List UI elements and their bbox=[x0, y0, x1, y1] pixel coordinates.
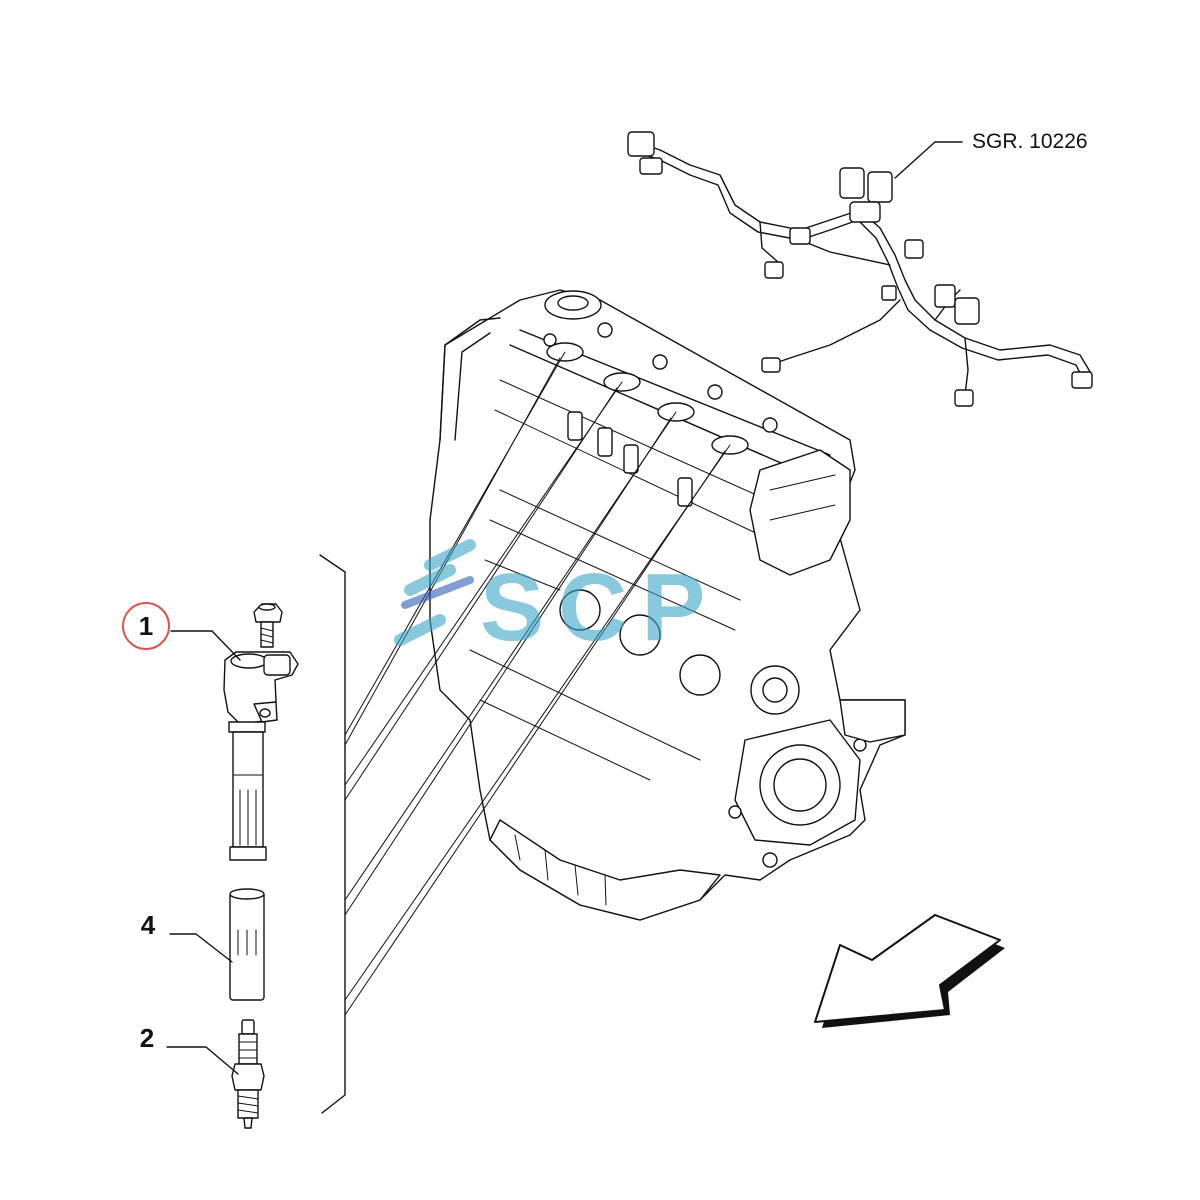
callout-1-leader bbox=[170, 630, 241, 661]
callout-4: 4 bbox=[141, 910, 233, 963]
callout-2-label: 2 bbox=[140, 1023, 154, 1053]
harness-reference-label: SGR. 10226 bbox=[972, 130, 1088, 153]
watermark-text: SCP bbox=[480, 554, 719, 661]
callout-4-leader bbox=[169, 933, 233, 963]
callout-1: 1 bbox=[122, 602, 241, 661]
direction-arrow bbox=[814, 914, 1005, 1028]
parts-group-bracket bbox=[319, 554, 346, 1114]
ignition-coil bbox=[223, 651, 299, 861]
callout-1-label: 1 bbox=[139, 611, 153, 641]
scp-watermark: SCP bbox=[394, 539, 719, 661]
coil-boot bbox=[229, 888, 265, 1001]
callout-1-circle bbox=[122, 602, 170, 650]
engine-block bbox=[429, 289, 906, 921]
callout-2-leader bbox=[166, 1046, 239, 1075]
wiring-harness bbox=[627, 131, 1093, 407]
callout-4-label: 4 bbox=[141, 910, 156, 940]
harness-reference-callout: SGR. 10226 bbox=[894, 130, 1088, 179]
spark-plug bbox=[231, 1019, 265, 1129]
coil-bolt bbox=[253, 603, 283, 648]
callout-2: 2 bbox=[140, 1023, 239, 1075]
